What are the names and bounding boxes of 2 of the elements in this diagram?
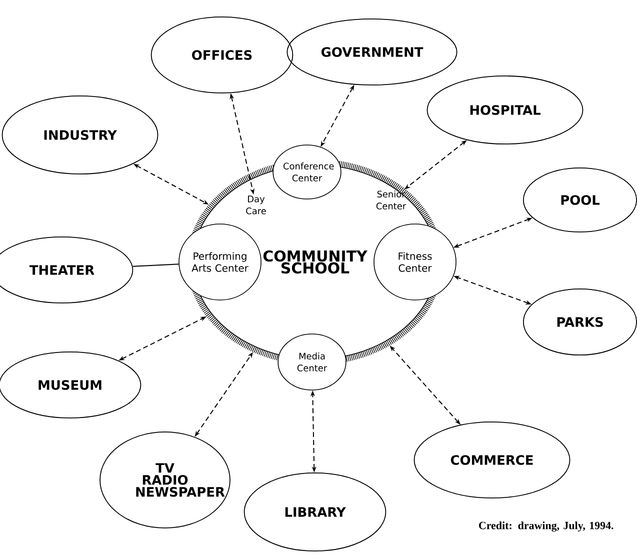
- credit-note: Credit: drawing, July, 1994.: [479, 522, 614, 532]
- facility-label: Day Care: [246, 196, 266, 214]
